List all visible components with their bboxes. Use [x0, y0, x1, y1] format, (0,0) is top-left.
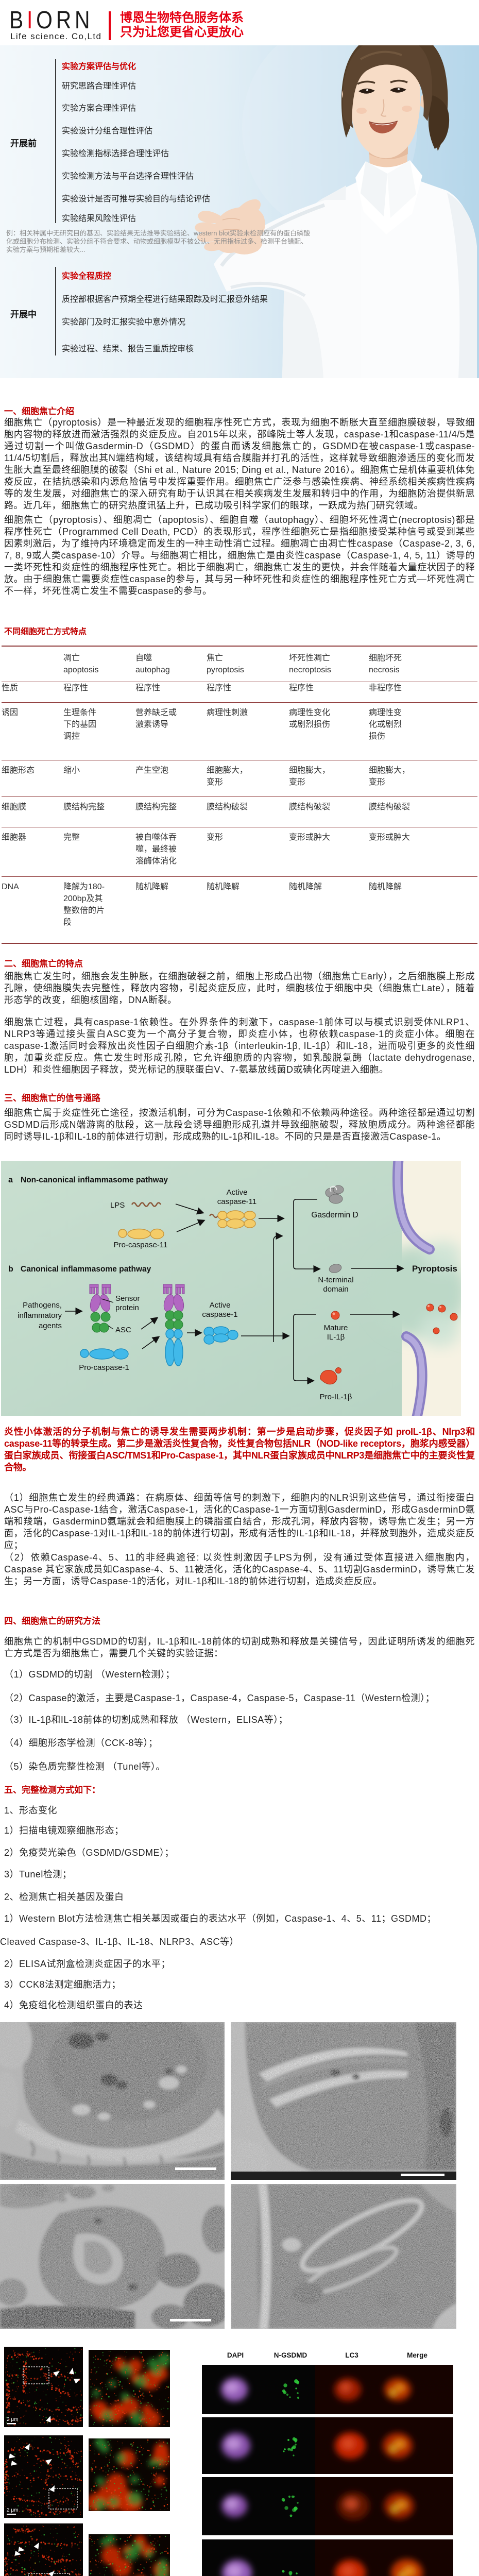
svg-text:caspase-1: caspase-1 [202, 1310, 237, 1319]
svg-text:Non-canonical inflammasome pat: Non-canonical inflammasome pathway [21, 1176, 168, 1184]
svg-text:protein: protein [115, 1303, 139, 1312]
svg-text:agents: agents [39, 1321, 62, 1330]
svg-text:Sensor: Sensor [115, 1294, 140, 1303]
svg-text:LPS: LPS [110, 1201, 125, 1210]
svg-text:Pro-caspase-11: Pro-caspase-11 [114, 1241, 168, 1249]
svg-text:2 μm: 2 μm [7, 2417, 18, 2422]
svg-text:inflammatory: inflammatory [18, 1311, 62, 1320]
svg-text:b: b [8, 1265, 13, 1274]
svg-text:Active: Active [227, 1188, 248, 1197]
svg-text:Mature: Mature [324, 1324, 348, 1332]
svg-text:caspase-11: caspase-11 [217, 1197, 256, 1206]
svg-text:Gasdermin D: Gasdermin D [311, 1211, 358, 1219]
svg-text:2 μm: 2 μm [7, 2507, 18, 2513]
svg-text:a: a [8, 1176, 13, 1184]
svg-text:N-terminal: N-terminal [318, 1276, 353, 1284]
svg-text:Pathogens,: Pathogens, [23, 1301, 62, 1310]
svg-text:Pro-IL-1β: Pro-IL-1β [320, 1393, 352, 1401]
svg-text:domain: domain [323, 1285, 348, 1294]
svg-text:Pyroptosis: Pyroptosis [412, 1264, 457, 1274]
svg-text:Canonical inflammasome pathway: Canonical inflammasome pathway [21, 1265, 151, 1274]
svg-text:Pro-caspase-1: Pro-caspase-1 [79, 1363, 129, 1372]
svg-text:ASC: ASC [115, 1326, 131, 1334]
svg-text:IL-1β: IL-1β [327, 1333, 345, 1342]
svg-text:Active: Active [210, 1301, 231, 1310]
